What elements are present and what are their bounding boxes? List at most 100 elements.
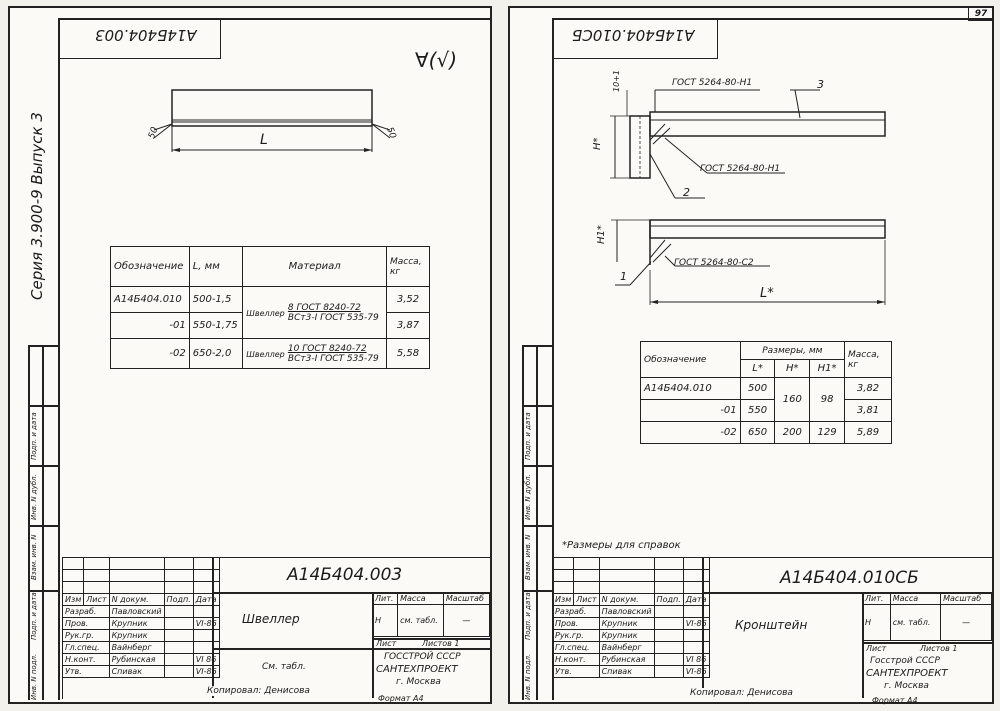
dim-l: L*: [760, 286, 774, 301]
left-role-1: Пров.: [62, 617, 110, 630]
right-date-0: [682, 605, 710, 618]
bracket-drawing: [610, 89, 886, 305]
left-margin-line: [28, 345, 30, 700]
right-side-label-1: Инв. N подл.: [524, 653, 532, 700]
right-format: Формат А4: [872, 696, 918, 705]
row0-material-prefix: Швеллер: [246, 308, 285, 318]
gost-mid: ГОСТ 5264-80-Н1: [700, 164, 781, 174]
right-rev-h-sign: Подп.: [653, 593, 684, 606]
callout-1: 1: [620, 270, 627, 283]
row1-mass: 3,87: [386, 312, 430, 339]
right-side-label-3: Взам. инв. N: [524, 534, 532, 580]
left-material-ref: См. табл.: [262, 662, 306, 672]
rrow1-l: 550: [739, 399, 776, 422]
callout-2: 2: [683, 186, 690, 199]
left-mass-header: Масса: [397, 592, 444, 605]
right-rev-table: Изм Лист N докум. Подп. Дата Разраб.Павл…: [551, 557, 710, 678]
left-name-2: Крупник: [108, 629, 165, 642]
left-role-3: Гл.спец.: [62, 641, 110, 654]
roughness-mark: ∀(√): [415, 48, 458, 72]
th-mass: Масса, кг: [386, 246, 430, 287]
rrow2-designation: -02: [640, 421, 741, 444]
left-format: Формат А4: [378, 694, 424, 703]
rth-l: L*: [739, 359, 776, 378]
left-rev-h-izm: Изм: [61, 593, 85, 606]
left-copied-by: Копировал: Денисова: [205, 686, 312, 696]
left-scale-value: —: [442, 604, 491, 637]
row2-material: Швеллер 10 ГОСТ 8240-72 ВСт3-I ГОСТ 535-…: [242, 338, 387, 369]
left-lit-value: Н: [371, 604, 399, 637]
right-org-1: Госстрой СССР: [870, 656, 940, 666]
rrow2-h: 200: [774, 421, 811, 444]
left-doc-code: А14Б404.003: [287, 565, 403, 585]
row0-material: Швеллер 8 ГОСТ 8240-72 ВСт3-I ГОСТ 535-7…: [242, 286, 387, 339]
left-code-rotated: А14Б404.003: [95, 26, 197, 44]
rth-designation: Обозначение: [640, 341, 741, 378]
th-designation: Обозначение: [110, 246, 190, 287]
right-mass-value: см. табл.: [889, 604, 942, 641]
right-sheet-label: Лист: [866, 644, 887, 653]
right-date-1: VI-86: [682, 617, 710, 630]
left-name-5: Спивак: [108, 665, 165, 678]
right-side-label-2: Подп. и дата: [524, 592, 532, 640]
left-part-name: Швеллер: [242, 612, 300, 626]
left-org-3: г. Москва: [396, 677, 441, 687]
right-mass-header: Масса: [889, 592, 942, 605]
right-role-2: Рук.гр.: [552, 629, 600, 642]
left-mass-value: см. табл.: [397, 604, 444, 637]
right-rev-h-date: Дата: [682, 593, 710, 606]
left-role-4: Н.конт.: [62, 653, 110, 666]
callout-3: 3: [817, 78, 824, 91]
right-code-box: [552, 18, 718, 59]
right-role-5: Утв.: [552, 665, 600, 678]
left-spec-table: Обозначение L, мм Материал Масса, кг А14…: [110, 246, 430, 369]
right-scale-header: Масштаб: [940, 592, 992, 605]
rrow1-designation: -01: [640, 399, 741, 422]
left-margin-line-2: [42, 345, 44, 700]
left-lit-header: Лит.: [371, 592, 399, 605]
left-sheets-label: Листов 1: [422, 639, 460, 648]
row2-designation: -02: [110, 338, 190, 369]
right-name-5: Спивак: [598, 665, 655, 678]
left-name-0: Павловский: [108, 605, 165, 618]
gost-top: ГОСТ 5264-80-Н1: [672, 78, 753, 88]
left-role-0: Разраб.: [62, 605, 110, 618]
rth-h: H*: [774, 359, 811, 378]
right-doc-code: А14Б404.010СБ: [780, 568, 919, 588]
side-label-4: Инв. N дубл.: [30, 474, 38, 520]
left-role-2: Рук.гр.: [62, 629, 110, 642]
row0-material-top: 8 ГОСТ 8240-72: [287, 302, 361, 313]
right-name-2: Крупник: [598, 629, 655, 642]
rrow0-h1: 98: [809, 377, 845, 422]
right-org-2: САНТЕХПРОЕКТ: [866, 668, 948, 679]
left-name-3: Вайнберг: [108, 641, 165, 654]
side-label-3: Взам. инв. N: [30, 534, 38, 580]
series-stamp: Серия 3.900-9 Выпуск 3: [28, 112, 46, 300]
right-rev-h-doc: N докум.: [598, 593, 655, 606]
right-role-3: Гл.спец.: [552, 641, 600, 654]
right-name-4: Рубинская: [598, 653, 655, 666]
dim-h: H*: [592, 137, 603, 150]
right-date-5: VI-86: [682, 665, 710, 678]
rrow2-h1: 129: [809, 421, 845, 444]
dim-top: 10+1: [612, 70, 621, 92]
right-org-3: г. Москва: [884, 681, 929, 691]
right-spec-table: Обозначение Размеры, мм Масса, кг L* H* …: [640, 341, 892, 444]
side-label-2: Подп. и дата: [30, 592, 38, 640]
row2-material-top: 10 ГОСТ 8240-72: [287, 343, 367, 354]
rrow0-l: 500: [739, 377, 776, 400]
rrow2-mass: 5,89: [844, 421, 892, 444]
right-date-4: VI 86: [682, 653, 710, 666]
row1-designation: -01: [110, 312, 190, 339]
right-copied-by: Копировал: Денисова: [688, 688, 795, 698]
row1-length: 550-1,75: [188, 312, 244, 339]
right-rev-h-list: Лист: [573, 593, 600, 606]
right-part-name: Кронштейн: [735, 618, 808, 632]
right-title-block: [552, 557, 992, 699]
row2-length: 650-2,0: [188, 338, 244, 369]
left-rev-h-sign: Подп.: [163, 593, 194, 606]
rrow2-l: 650: [739, 421, 776, 444]
side-label-1: Инв. N подл.: [30, 653, 38, 700]
